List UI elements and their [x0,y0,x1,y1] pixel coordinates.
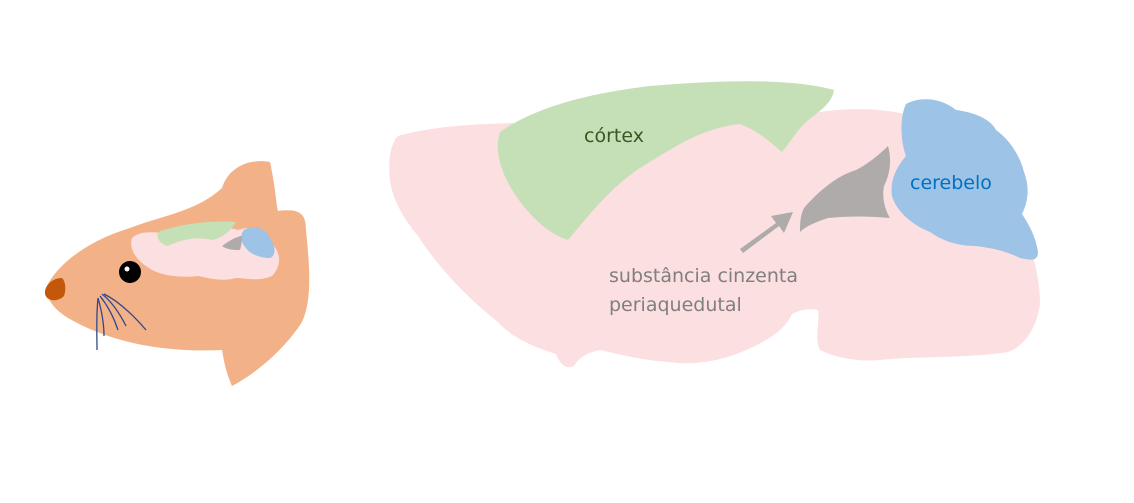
pag-region [800,146,891,232]
mini-pag [222,236,242,250]
mouse-whiskers [96,293,147,351]
cerebellum-region [891,99,1038,260]
mini-cortex [157,221,236,246]
mouse-head-illustration [44,161,310,386]
mouse-eye-highlight [124,266,130,272]
mouse-nose [44,278,66,301]
mini-cerebellum [241,227,275,258]
cortex-label: córtex [584,125,644,147]
pag-pointer-arrow [740,212,793,253]
cortex-region [497,81,834,241]
pag-label-line1: substância cinzenta [609,265,798,287]
large-brain-illustration [389,81,1040,368]
cerebellum-label: cerebelo [910,172,992,194]
pag-label-line2: periaquedutal [609,294,742,316]
mouse-eye [119,261,141,283]
mini-brain [131,221,280,280]
